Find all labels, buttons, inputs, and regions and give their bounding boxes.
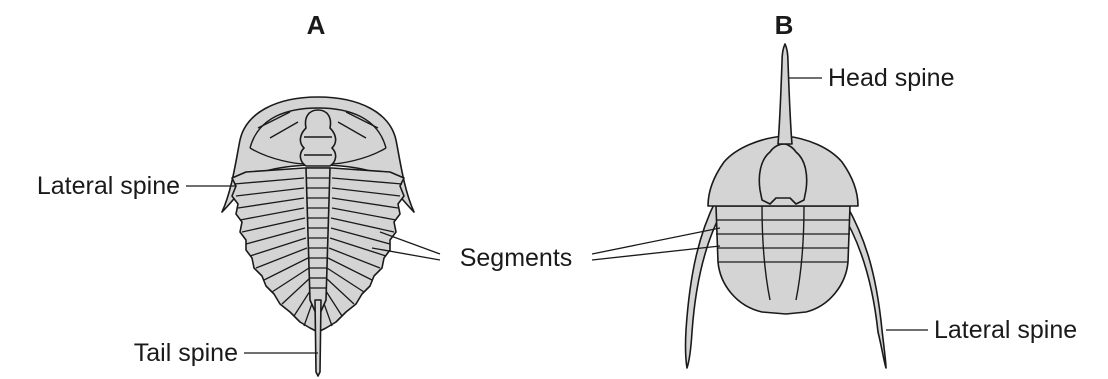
trilobite-b — [686, 44, 886, 368]
label-b-head-spine: Head spine — [828, 64, 954, 92]
label-a-tail-spine: Tail spine — [134, 339, 238, 367]
label-a-lateral-spine: Lateral spine — [37, 172, 180, 200]
trilobite-a-axial-lobe — [306, 168, 330, 318]
trilobite-b-head-spine — [778, 44, 792, 144]
trilobite-a — [222, 97, 414, 376]
title-a: A — [307, 10, 326, 40]
trilobite-a-tail-spine — [315, 300, 321, 376]
label-segments: Segments — [460, 244, 573, 272]
label-b-lateral-spine: Lateral spine — [934, 316, 1077, 344]
trilobite-a-glabella — [300, 110, 335, 166]
title-b: B — [775, 10, 794, 40]
trilobite-b-body — [716, 206, 850, 314]
